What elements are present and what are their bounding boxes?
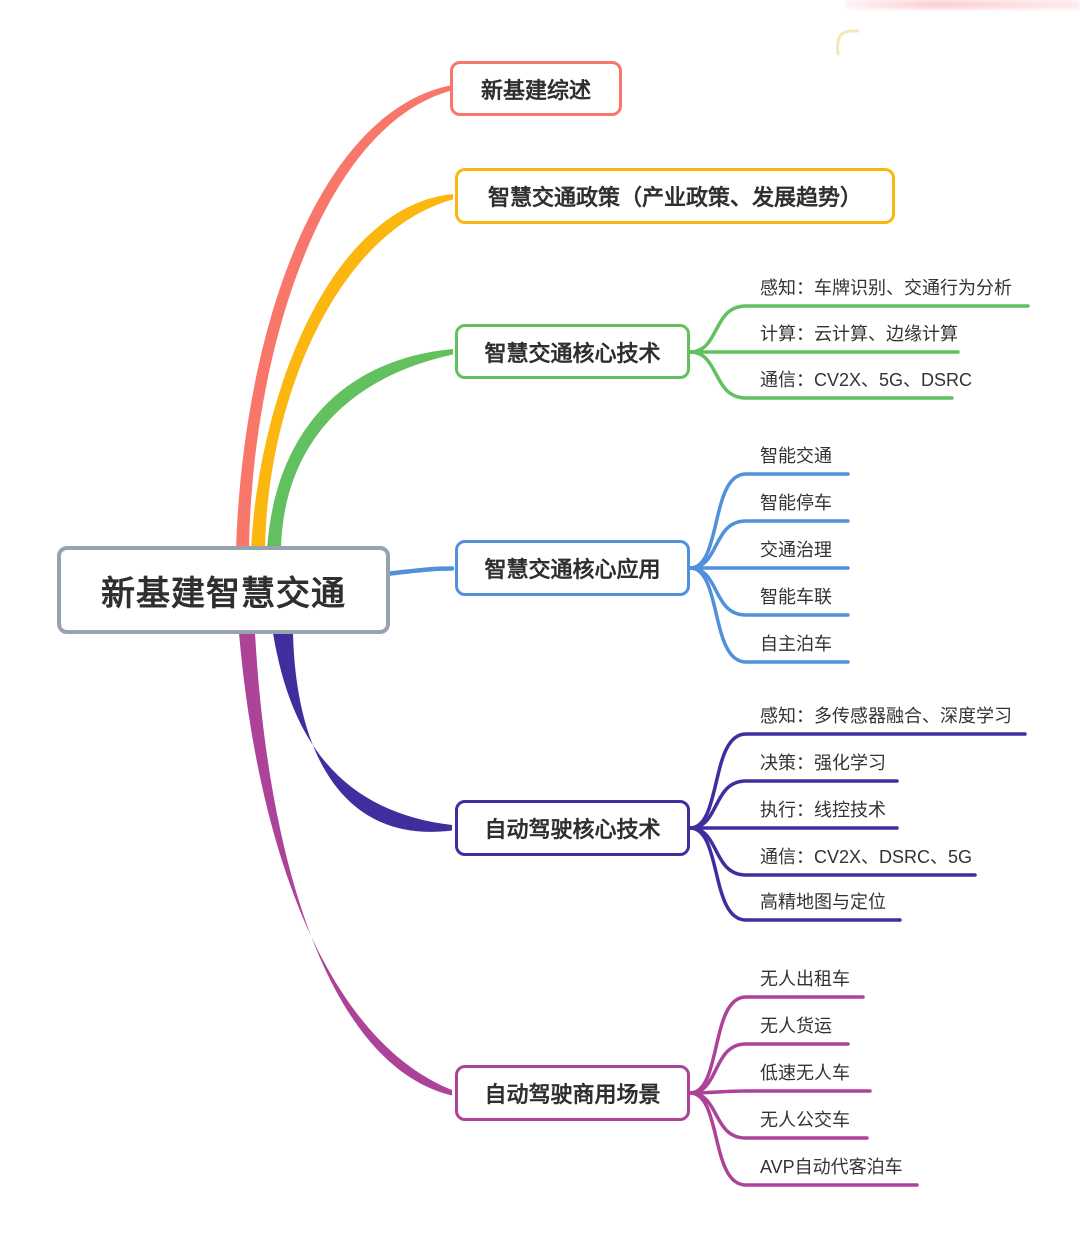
child-connector	[688, 1042, 850, 1095]
branch-curve-policy	[251, 194, 453, 550]
child-connector	[688, 995, 865, 1095]
root-topic[interactable]: 新基建智慧交通	[57, 546, 390, 634]
branch-topic-ad-tech[interactable]: 自动驾驶核心技术	[455, 800, 690, 856]
subtopic-label[interactable]: 无人公交车	[760, 1110, 850, 1130]
child-connector	[688, 779, 899, 830]
subtopic-label[interactable]: 交通治理	[760, 540, 832, 560]
branch-topic-policy[interactable]: 智慧交通政策（产业政策、发展趋势）	[455, 168, 895, 224]
child-connector	[688, 350, 954, 400]
subtopic-label[interactable]: AVP自动代客泊车	[760, 1157, 903, 1177]
branch-curve-ad-tech	[273, 633, 452, 832]
subtopic-label[interactable]: 通信：CV2X、DSRC、5G	[760, 847, 973, 867]
subtopic-label[interactable]: 感知：多传感器融合、深度学习	[760, 706, 1012, 726]
branch-curve-ad-scene	[239, 633, 452, 1096]
child-connector	[688, 732, 1027, 830]
child-connector	[688, 1089, 872, 1095]
subtopic-label[interactable]: 智能停车	[760, 493, 832, 513]
child-connector	[688, 472, 850, 570]
subtopic-label[interactable]: 高精地图与定位	[760, 892, 886, 912]
child-connector	[688, 519, 850, 570]
branch-topic-core-app[interactable]: 智慧交通核心应用	[455, 540, 690, 596]
watermark-artifact	[845, 0, 1080, 9]
branch-topic-ad-scene[interactable]: 自动驾驶商用场景	[455, 1065, 690, 1121]
child-connector	[688, 566, 850, 664]
subtopic-label[interactable]: 智能交通	[760, 446, 832, 466]
subtopic-label[interactable]: 智能车联	[760, 587, 832, 607]
watermark-artifact	[836, 29, 860, 56]
subtopic-label[interactable]: 低速无人车	[760, 1063, 850, 1083]
branch-curve-overview	[236, 85, 450, 550]
subtopic-label[interactable]: 通信：CV2X、5G、DSRC	[760, 370, 973, 390]
subtopic-label[interactable]: 执行：线控技术	[760, 800, 886, 820]
subtopic-label[interactable]: 无人货运	[760, 1016, 832, 1036]
subtopic-label[interactable]: 感知：车牌识别、交通行为分析	[760, 278, 1012, 298]
child-connector	[688, 1091, 919, 1187]
branch-curve-core-tech	[267, 349, 453, 550]
branch-curve-core-app	[387, 566, 455, 576]
subtopic-label[interactable]: 计算：云计算、边缘计算	[760, 324, 958, 344]
child-connector	[688, 304, 1030, 354]
branch-topic-overview[interactable]: 新基建综述	[450, 61, 622, 116]
subtopic-label[interactable]: 决策：强化学习	[760, 753, 886, 773]
subtopic-label[interactable]: 无人出租车	[760, 969, 850, 989]
branch-topic-core-tech[interactable]: 智慧交通核心技术	[455, 324, 690, 379]
subtopic-label[interactable]: 自主泊车	[760, 634, 832, 654]
child-connector	[688, 826, 902, 922]
